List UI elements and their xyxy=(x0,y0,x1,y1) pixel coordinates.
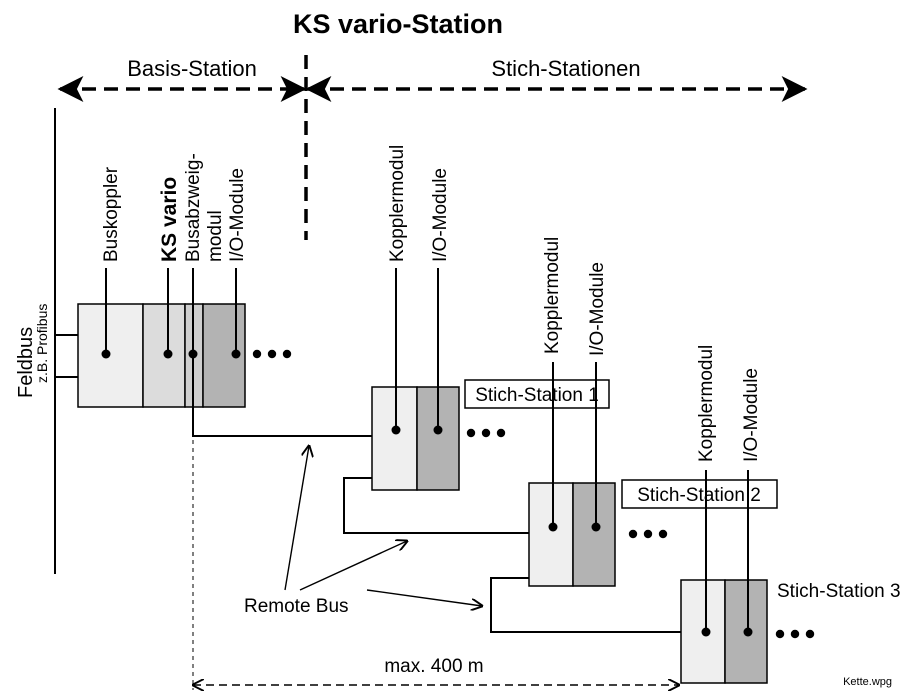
ks-vario-dot xyxy=(163,349,173,359)
stich-stationen-label: Stich-Stationen xyxy=(491,56,640,81)
stich-station-1 xyxy=(371,386,460,491)
kopplermodul-3-dot xyxy=(701,627,711,637)
remote-bus-segment-1 xyxy=(192,354,372,437)
buskoppler-label: Buskoppler xyxy=(101,166,122,262)
io-module-dot xyxy=(231,349,241,359)
station-3-ellipsis xyxy=(775,629,815,639)
station-2-ellipsis xyxy=(628,529,668,539)
basis-station-label: Basis-Station xyxy=(127,56,257,81)
io-module-2-dot xyxy=(591,522,601,532)
kopplermodul-2-dot xyxy=(548,522,558,532)
stich-station-1-box: Stich-Station 1 xyxy=(464,379,610,409)
kopplermodul-1-label: Kopplermodul xyxy=(387,145,408,262)
feldbus-label: Feldbus xyxy=(15,327,37,398)
remote-bus-pointer-1 xyxy=(284,446,309,591)
stich-station-3-label: Stich-Station 3 xyxy=(777,581,901,602)
io-module-3-dot xyxy=(743,627,753,637)
busabzweig-label: Busabzweig- xyxy=(183,153,204,262)
ks-vario-label: KS vario xyxy=(158,177,181,262)
kopplermodul-1-dot xyxy=(391,425,401,435)
remote-bus-pointer-2 xyxy=(299,541,407,591)
station-1-ellipsis xyxy=(466,428,506,438)
io-module-base-label: I/O-Module xyxy=(227,168,248,262)
io-module-2-block xyxy=(572,482,616,587)
io-module-1-label: I/O-Module xyxy=(430,168,451,262)
remote-bus-segment-3 xyxy=(490,577,681,633)
remote-bus-segment-2 xyxy=(343,477,529,534)
kopplermodul-1-module xyxy=(371,386,418,491)
kopplermodul-3-label: Kopplermodul xyxy=(696,345,717,462)
remote-bus-pointer-3 xyxy=(366,589,482,606)
buskoppler-module xyxy=(77,303,144,408)
file-name-label: Kette.wpg xyxy=(843,676,892,688)
io-module-3-label: I/O-Module xyxy=(741,368,762,462)
stich-station-1-label: Stich-Station 1 xyxy=(475,385,599,406)
buskoppler-dot xyxy=(101,349,111,359)
stich-station-2-label: Stich-Station 2 xyxy=(637,485,761,506)
io-module-1-dot xyxy=(433,425,443,435)
stich-station-2 xyxy=(528,482,616,587)
stich-station-2-box: Stich-Station 2 xyxy=(621,479,778,509)
basis-ellipsis xyxy=(252,349,292,359)
io-module-2-label: I/O-Module xyxy=(587,262,608,356)
kopplermodul-2-module xyxy=(528,482,574,587)
kopplermodul-2-label: Kopplermodul xyxy=(542,237,563,354)
profibus-label: z.B. Profibus xyxy=(34,304,50,383)
max-distance-label: max. 400 m xyxy=(384,656,483,677)
remote-bus-label: Remote Bus xyxy=(244,596,349,617)
diagram-title: KS vario-Station xyxy=(293,9,503,39)
stich-station-3 xyxy=(680,579,768,684)
modul-label: modul xyxy=(205,210,226,262)
